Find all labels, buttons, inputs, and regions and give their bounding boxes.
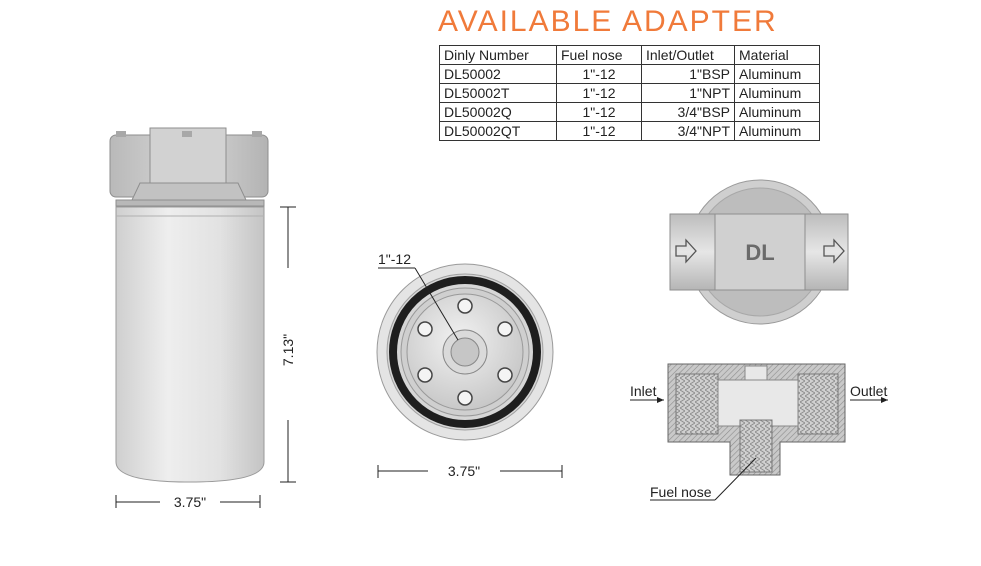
- filter-canister: [115, 206, 265, 483]
- bottom-width-dimension: [377, 465, 563, 478]
- column-header: Material: [734, 45, 820, 65]
- height-label: 7.13": [280, 334, 296, 366]
- side-view: 7.13" 3.75": [109, 127, 296, 510]
- outlet-label: Outlet: [850, 383, 887, 399]
- fuel-nose-label: Fuel nose: [650, 484, 712, 500]
- table-cell: 1"BSP: [641, 64, 735, 84]
- flow-channel: [717, 379, 799, 427]
- outlet-thread: [797, 373, 839, 435]
- table-cell: 3/4"BSP: [641, 102, 735, 122]
- bottom-view: 1"-12 3.75": [376, 251, 563, 479]
- bottom-width-label: 3.75": [448, 463, 480, 479]
- table-cell: DL50002: [439, 64, 557, 84]
- table-row: DL50002 1"-12 1"BSP Aluminum: [439, 64, 820, 84]
- drain-holes: [417, 298, 513, 406]
- inlet-thread: [675, 373, 719, 435]
- table-cell: DL50002QT: [439, 121, 557, 141]
- filter-head: [109, 127, 269, 201]
- seal-ring: [115, 199, 265, 207]
- inlet-label: Inlet: [630, 383, 657, 399]
- logo-text: DL: [745, 240, 774, 265]
- table-header-row: Dinly Number Fuel nose Inlet/Outlet Mate…: [439, 45, 820, 65]
- section-view: Inlet Outlet Fuel nose: [630, 363, 888, 501]
- inlet-arrow-icon: [675, 238, 697, 264]
- head-top-view: DL: [669, 179, 849, 325]
- width-dimension: [115, 495, 261, 508]
- table-row: DL50002QT 1"-12 3/4"NPT Aluminum: [439, 121, 820, 141]
- page-title: AVAILABLE ADAPTER: [438, 5, 778, 38]
- width-label: 3.75": [174, 494, 206, 510]
- table-row: DL50002Q 1"-12 3/4"BSP Aluminum: [439, 102, 820, 122]
- table-cell: Aluminum: [734, 121, 820, 141]
- height-dimension: [280, 206, 296, 483]
- table-cell: Aluminum: [734, 83, 820, 103]
- adapter-table: Dinly Number Fuel nose Inlet/Outlet Mate…: [439, 45, 820, 141]
- table-cell: 1"-12: [556, 121, 642, 141]
- fuel-nose-thread: [739, 419, 773, 473]
- gasket: [389, 276, 541, 428]
- thread-label: 1"-12: [378, 251, 411, 267]
- outlet-arrow-icon: [823, 238, 845, 264]
- column-header: Dinly Number: [439, 45, 557, 65]
